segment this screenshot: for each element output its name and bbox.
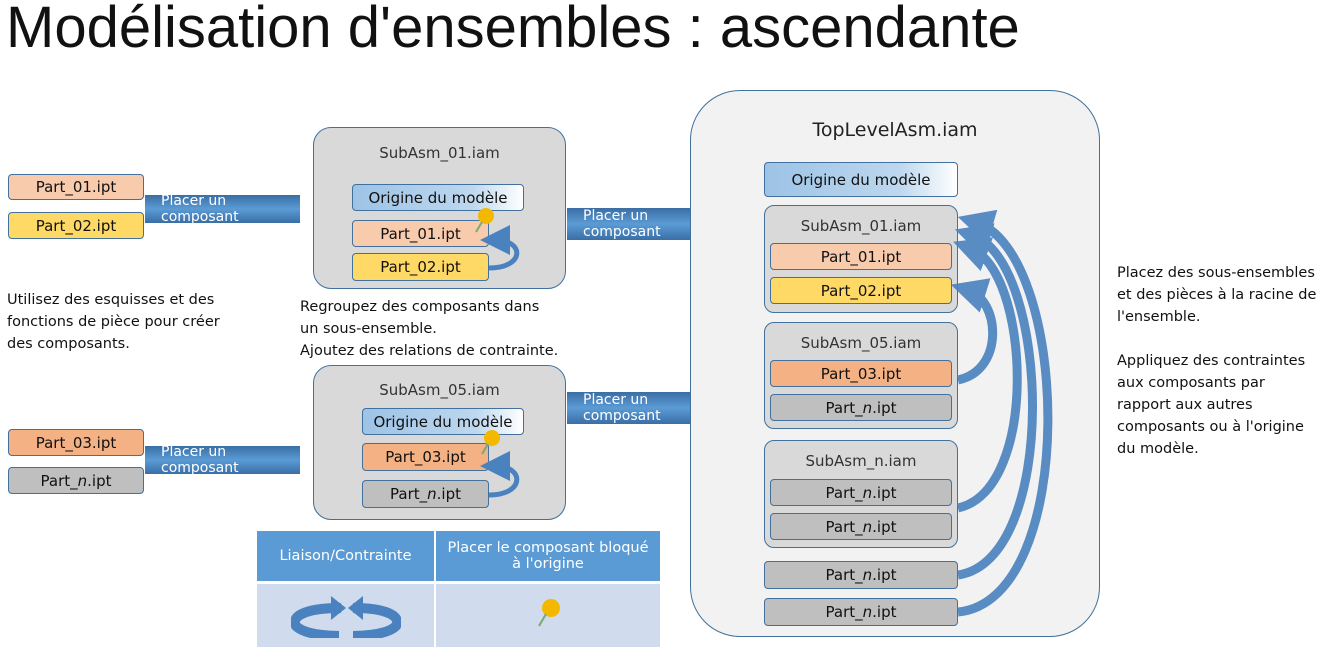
- part-03: Part_03.ipt: [362, 443, 489, 471]
- subasm-title: SubAsm_05.iam: [800, 334, 922, 352]
- part-n: Part_n.ipt: [764, 598, 958, 626]
- part-02: Part_02.ipt: [8, 212, 144, 239]
- part-n: Part_n.ipt: [8, 467, 144, 494]
- model-origin: Origine du modèle: [764, 162, 958, 197]
- pin-icon: [481, 430, 500, 455]
- legend-header-grounded: Placer le composant bloqué à l'origine: [447, 539, 649, 572]
- model-origin: Origine du modèle: [362, 408, 524, 435]
- part-01: Part_01.ipt: [770, 243, 952, 270]
- part-01: Part_01.ipt: [8, 174, 144, 200]
- part-n: Part_n.ipt: [770, 394, 952, 421]
- top-level-title: TopLevelAsm.iam: [812, 119, 978, 141]
- model-origin: Origine du modèle: [352, 184, 524, 211]
- left-description: Utilisez des esquisses et des fonctions …: [7, 292, 220, 352]
- constraint-icon: [257, 582, 436, 647]
- arrow-label: Placer un composant: [145, 193, 300, 225]
- part-01: Part_01.ipt: [352, 220, 489, 247]
- grounded-pin-icon: [435, 582, 660, 647]
- page-title: Modélisation d'ensembles : ascendante: [6, 0, 1020, 60]
- part-n: Part_n.ipt: [770, 479, 952, 506]
- constraint-arrow: [480, 225, 520, 271]
- part-03: Part_03.ipt: [8, 429, 144, 456]
- arrow-label: Placer un composant: [145, 444, 300, 476]
- subasm-05-title: SubAsm_05.iam: [379, 381, 500, 399]
- pin-icon: [475, 208, 494, 233]
- part-02: Part_02.ipt: [352, 253, 489, 281]
- part-n: Part_n.ipt: [770, 513, 952, 540]
- part-n: Part_n.ipt: [362, 480, 489, 508]
- constraint-arrow: [480, 451, 520, 498]
- part-03: Part_03.ipt: [770, 360, 952, 387]
- middle-description: Regroupez des composants dans un sous-en…: [300, 299, 559, 359]
- right-description: Placez des sous-ensembles et des pièces …: [1117, 265, 1317, 457]
- legend-header-constraint: Liaison/Contrainte: [257, 531, 436, 582]
- subasm-01-title: SubAsm_01.iam: [379, 144, 500, 162]
- subasm-title: SubAsm_n.iam: [805, 452, 917, 470]
- part-n: Part_n.ipt: [764, 561, 958, 589]
- subasm-title: SubAsm_01.iam: [800, 217, 922, 235]
- part-02: Part_02.ipt: [770, 277, 952, 304]
- legend-table: Liaison/Contrainte Placer le composant b…: [257, 531, 660, 647]
